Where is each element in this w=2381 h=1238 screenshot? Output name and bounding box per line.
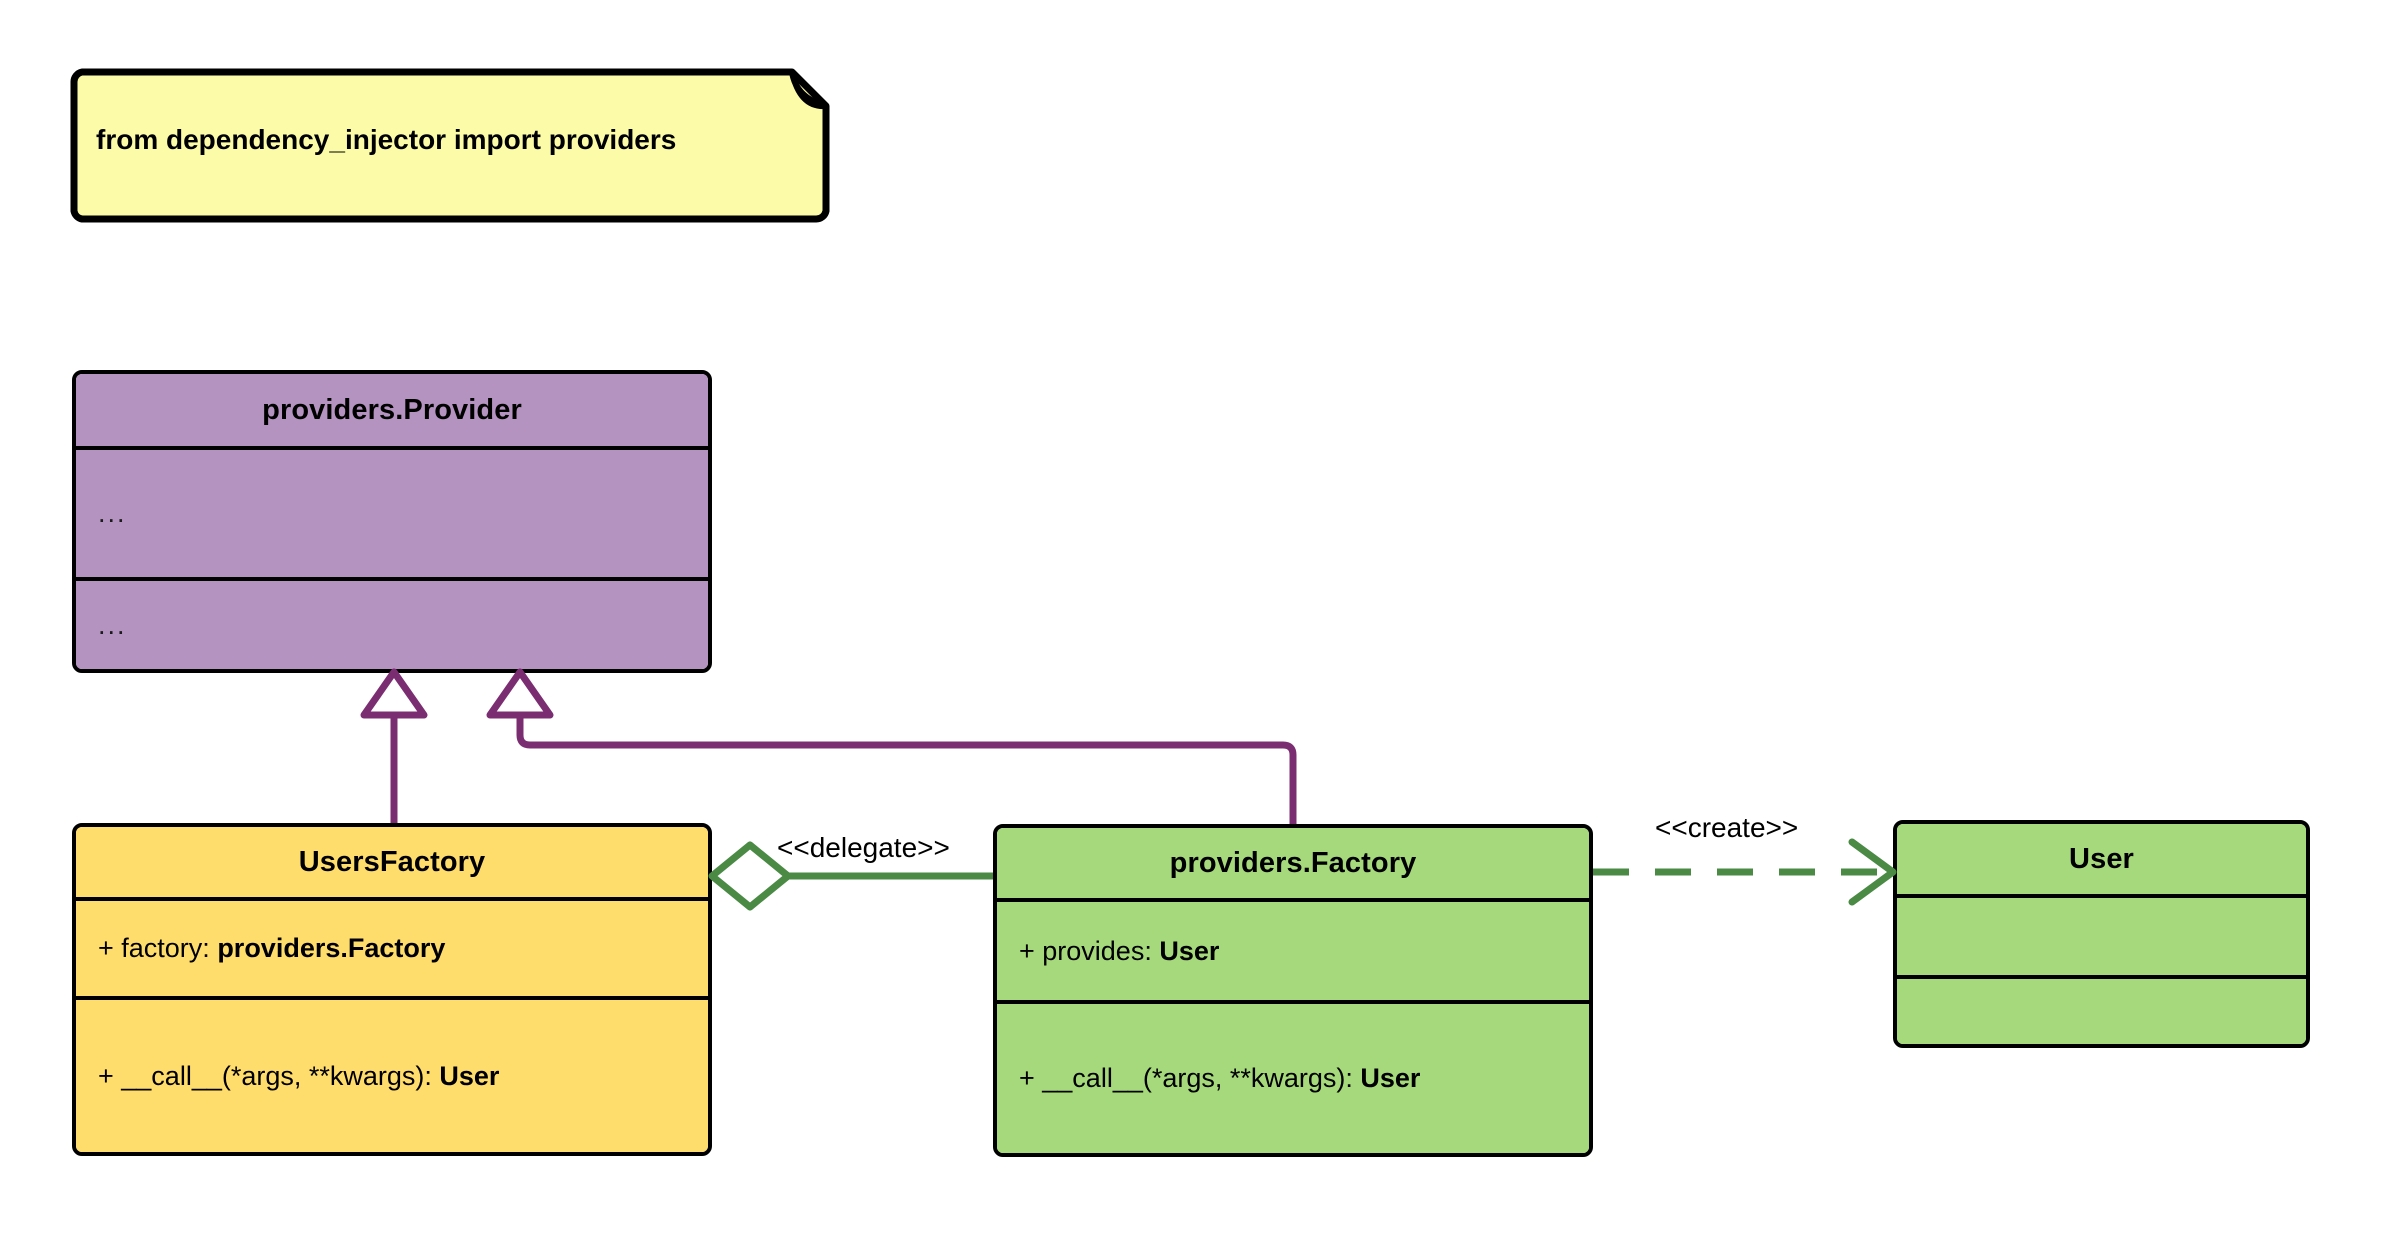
methods-ellipsis: ... bbox=[98, 609, 127, 640]
attributes-ellipsis: ... bbox=[98, 498, 127, 528]
edge-label-create: <<create>> bbox=[1655, 812, 1799, 843]
method-call: + __call__(*args, **kwargs): User bbox=[98, 1061, 499, 1092]
attribute-provides-prefix: + provides: bbox=[1019, 935, 1160, 966]
class-box-providers-factory[interactable]: providers.Factory + provides: User + __c… bbox=[993, 824, 1593, 1157]
class-name-providers-provider: providers.Provider bbox=[262, 393, 522, 426]
class-title-compartment: providers.Provider bbox=[76, 374, 708, 446]
class-name-user: User bbox=[2069, 842, 2134, 875]
class-methods-compartment bbox=[1897, 975, 2306, 1044]
class-title-compartment: providers.Factory bbox=[997, 828, 1589, 898]
note-svg bbox=[70, 68, 830, 223]
attribute-factory: + factory: providers.Factory bbox=[98, 933, 445, 964]
class-name-users-factory: UsersFactory bbox=[298, 845, 486, 878]
class-title-compartment: User bbox=[1897, 824, 2306, 894]
class-attributes-compartment: ... bbox=[76, 446, 708, 577]
class-attributes-compartment: + factory: providers.Factory bbox=[76, 897, 708, 996]
class-box-user[interactable]: User bbox=[1893, 820, 2310, 1048]
attribute-factory-type: providers.Factory bbox=[217, 933, 446, 963]
method-call-prefix: + __call__(*args, **kwargs): bbox=[98, 1060, 440, 1091]
class-box-providers-provider[interactable]: providers.Provider ... ... bbox=[72, 370, 712, 673]
note-text: from dependency_injector import provider… bbox=[96, 124, 677, 155]
class-methods-compartment: + __call__(*args, **kwargs): User bbox=[997, 1000, 1589, 1153]
class-attributes-compartment: + provides: User bbox=[997, 898, 1589, 1000]
note-shape[interactable]: from dependency_injector import provider… bbox=[70, 68, 830, 223]
edge-create-dependency bbox=[1593, 838, 1897, 906]
method-call: + __call__(*args, **kwargs): User bbox=[1019, 1063, 1420, 1094]
method-call-type: User bbox=[1360, 1063, 1421, 1093]
edge-inheritance-users-factory bbox=[360, 668, 428, 823]
attribute-provides-type: User bbox=[1159, 935, 1220, 966]
class-attributes-compartment bbox=[1897, 894, 2306, 975]
attribute-provides: + provides: User bbox=[1019, 936, 1219, 967]
attribute-factory-prefix: + factory: bbox=[98, 933, 218, 963]
class-methods-compartment: + __call__(*args, **kwargs): User bbox=[76, 996, 708, 1152]
edge-label-delegate: <<delegate>> bbox=[777, 832, 950, 863]
class-name-providers-factory: providers.Factory bbox=[1169, 846, 1417, 879]
class-box-users-factory[interactable]: UsersFactory + factory: providers.Factor… bbox=[72, 823, 712, 1156]
method-call-type: User bbox=[439, 1060, 500, 1091]
class-methods-compartment: ... bbox=[76, 577, 708, 669]
method-call-prefix: + __call__(*args, **kwargs): bbox=[1019, 1063, 1361, 1093]
edge-inheritance-providers-factory bbox=[486, 668, 1297, 824]
class-title-compartment: UsersFactory bbox=[76, 827, 708, 897]
